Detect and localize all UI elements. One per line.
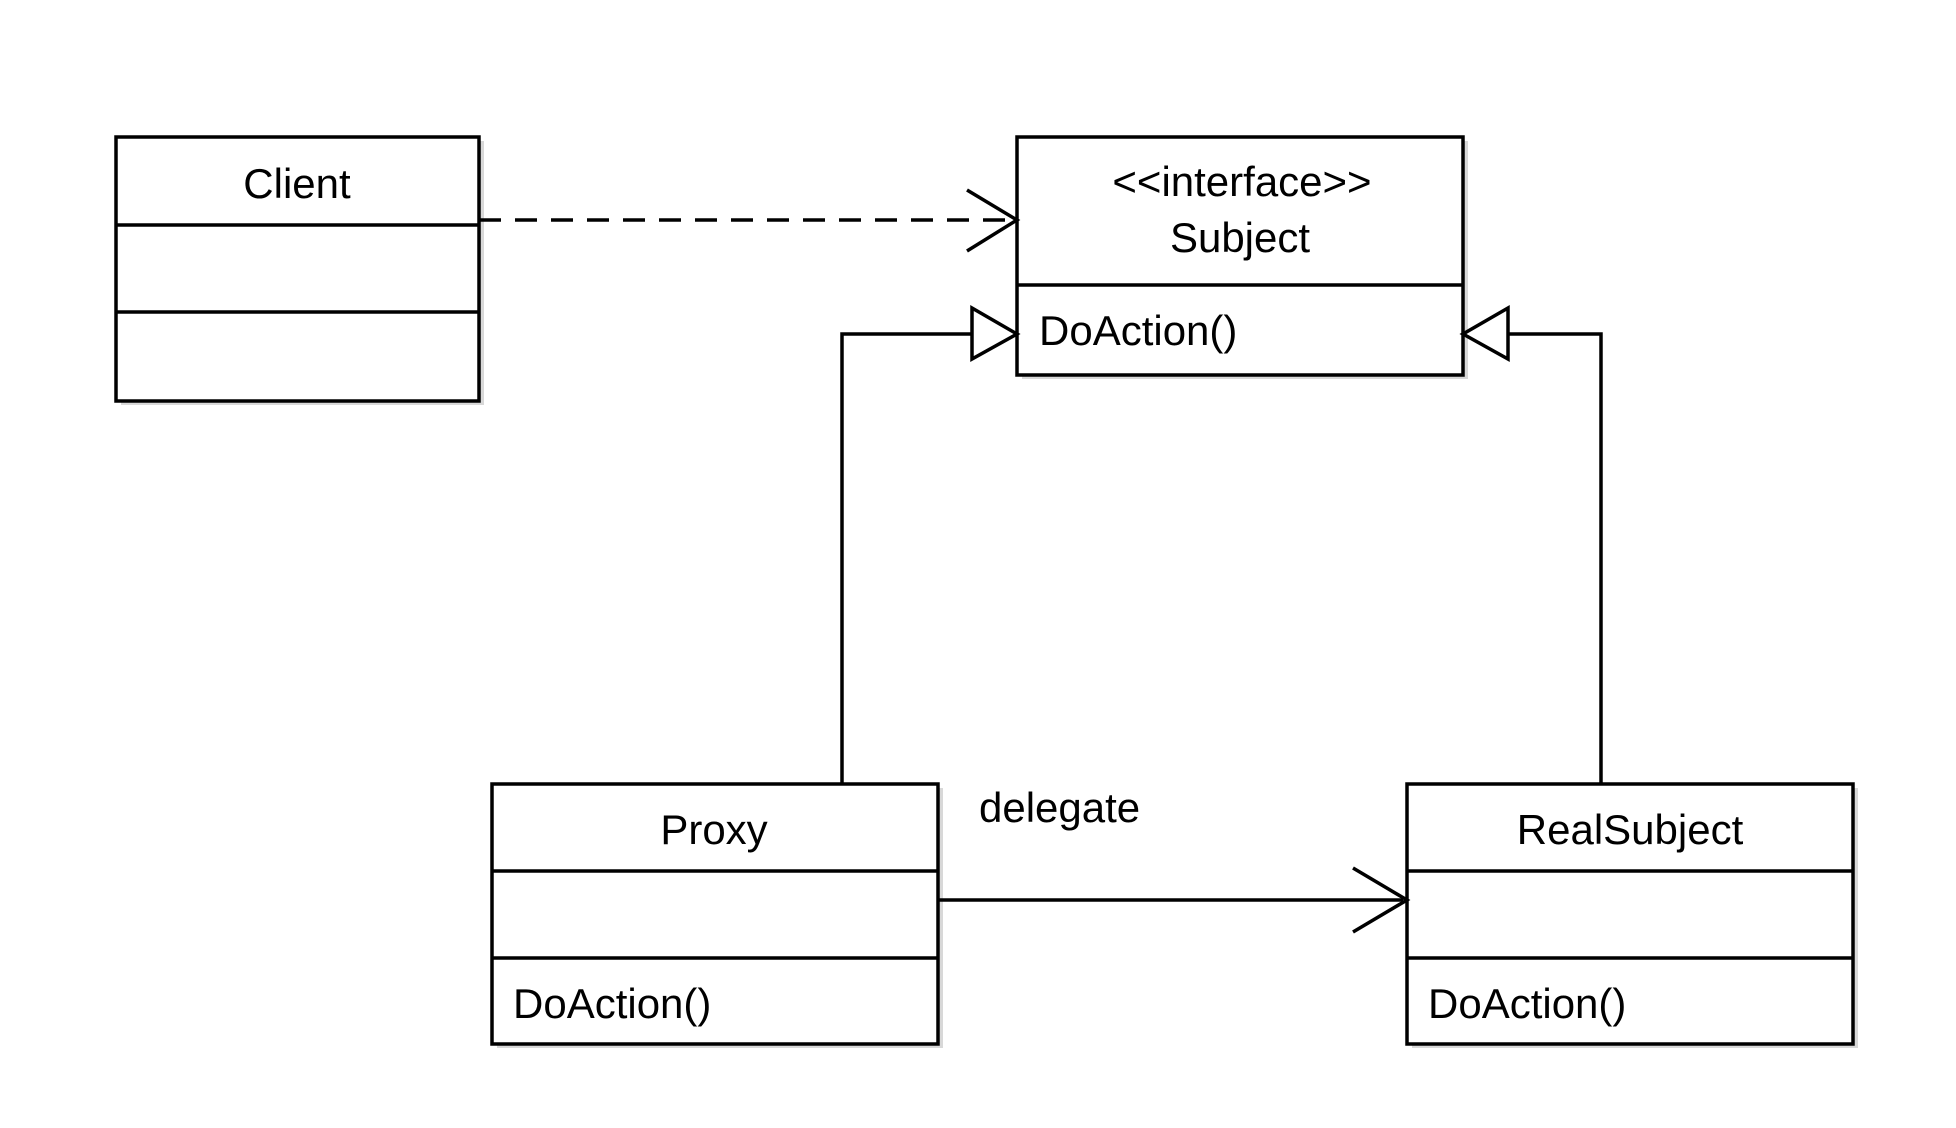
- class-proxy-name: Proxy: [660, 806, 767, 853]
- class-client-name: Client: [243, 160, 351, 207]
- class-subject-box: [1015, 135, 1465, 377]
- class-subject-name: Subject: [1170, 214, 1310, 261]
- edge-proxy-to-subject-arrowhead: [970, 304, 1021, 362]
- edge-proxy-to-subject[interactable]: [840, 304, 1021, 784]
- class-subject[interactable]: <<interface>> Subject DoAction(): [1015, 135, 1468, 379]
- edge-delegate-label: delegate: [979, 784, 1140, 831]
- class-proxy[interactable]: Proxy DoAction(): [490, 782, 943, 1048]
- class-proxy-box: [490, 782, 940, 1046]
- edge-client-to-subject-arrowhead: [966, 188, 1021, 253]
- edge-proxy-to-subject-line: [840, 332, 972, 784]
- class-subject-stereotype: <<interface>>: [1112, 158, 1371, 205]
- class-real-subject-operation: DoAction(): [1428, 980, 1626, 1027]
- class-real-subject-name: RealSubject: [1517, 806, 1744, 853]
- edge-real-subject-to-subject-arrowhead: [1459, 304, 1510, 362]
- edge-real-subject-to-subject-line: [1508, 332, 1603, 784]
- class-real-subject-box: [1405, 782, 1855, 1046]
- edge-client-to-subject[interactable]: [479, 188, 1021, 253]
- class-client[interactable]: Client: [114, 135, 484, 405]
- class-subject-operation: DoAction(): [1039, 307, 1237, 354]
- class-real-subject[interactable]: RealSubject DoAction(): [1405, 782, 1858, 1048]
- edge-proxy-to-real-subject[interactable]: delegate: [938, 784, 1411, 934]
- class-client-box: [114, 135, 481, 403]
- edge-proxy-to-real-subject-arrowhead: [1352, 866, 1411, 934]
- class-proxy-operation: DoAction(): [513, 980, 711, 1027]
- edge-real-subject-to-subject[interactable]: [1459, 304, 1603, 784]
